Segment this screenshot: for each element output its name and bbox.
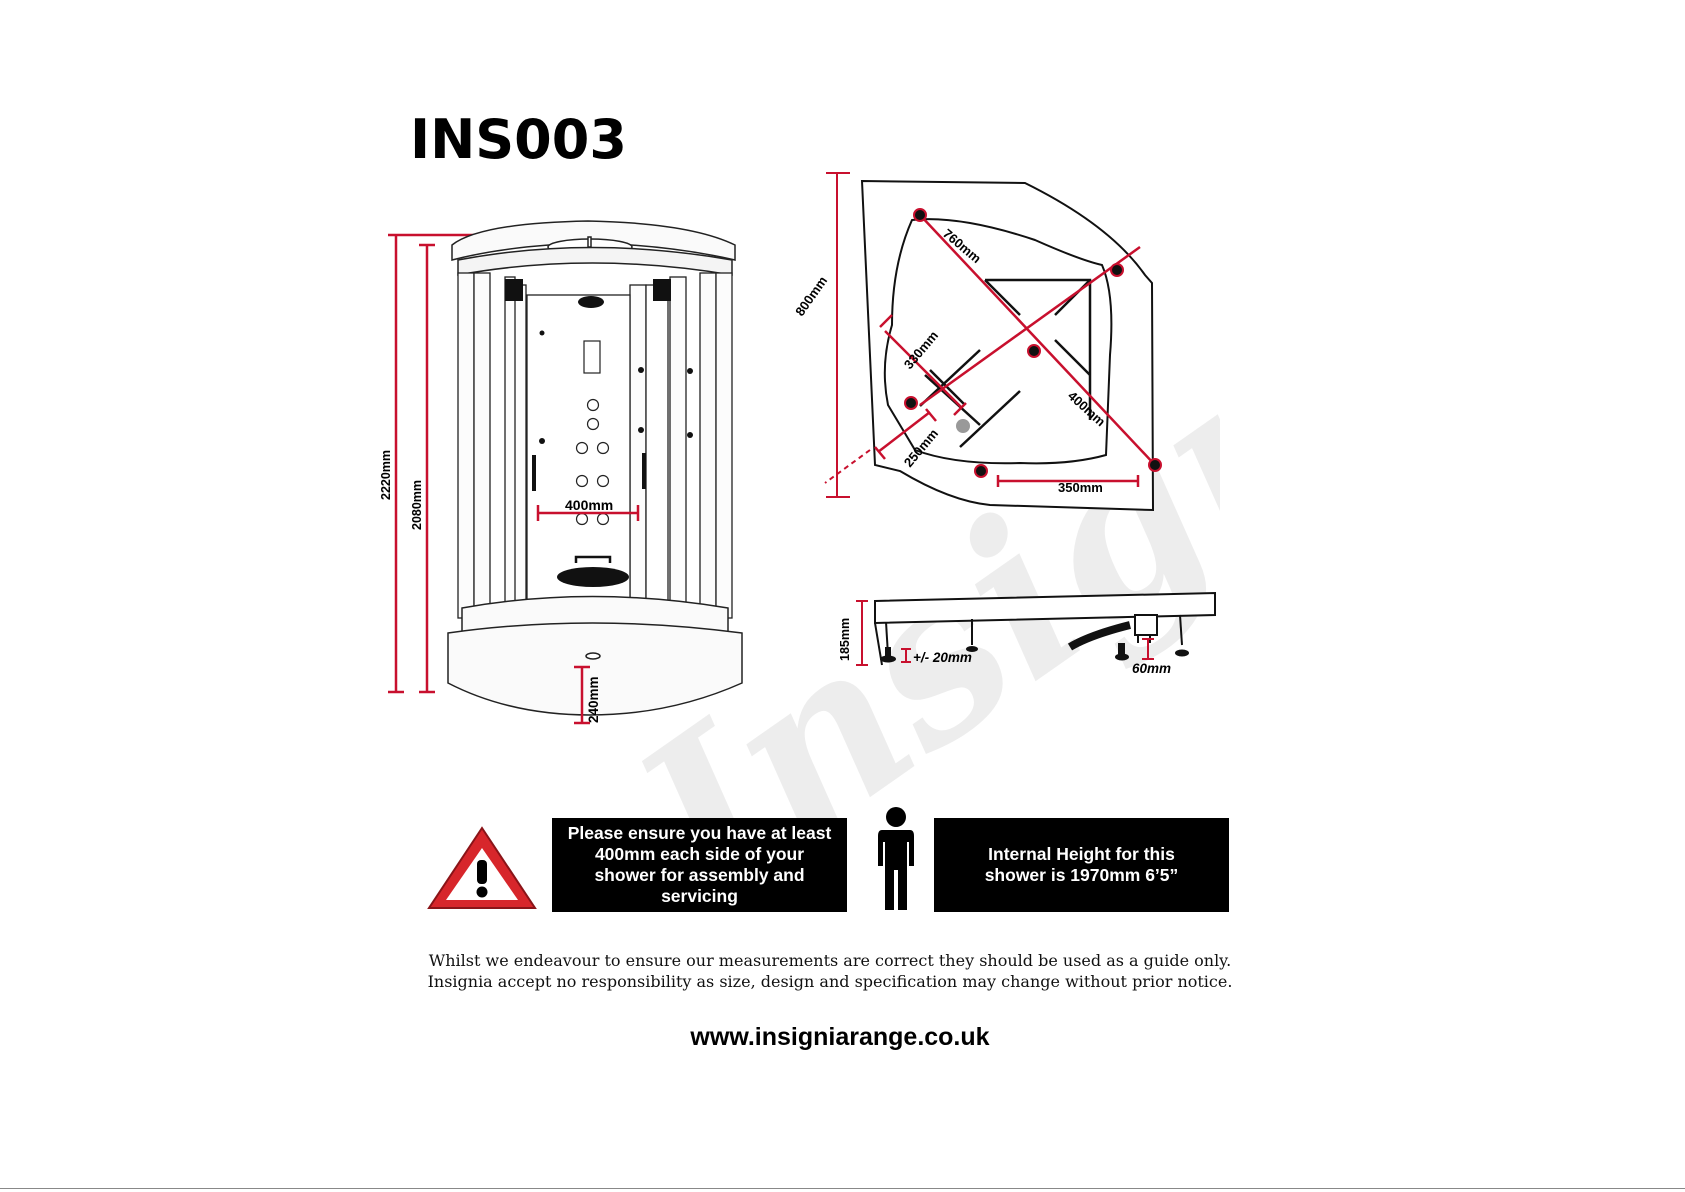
- disclaimer: Whilst we endeavour to ensure our measur…: [380, 950, 1280, 992]
- waste-clearance-dimension: [1142, 638, 1154, 660]
- ceiling-speaker: [578, 296, 604, 308]
- dim-350-label: 350mm: [1058, 480, 1103, 495]
- extension-line: [824, 449, 871, 484]
- side-view-drawing: 185mm +/- 20mm 60mm: [838, 591, 1216, 676]
- depth-dimension: [826, 172, 850, 498]
- depth-label: 800mm: [792, 273, 830, 318]
- drain-point: [956, 419, 970, 433]
- leg-adjust-label: +/- 20mm: [913, 650, 972, 665]
- tray-height-dimension: [574, 665, 590, 725]
- leg-adjust-dimension: [901, 648, 911, 663]
- front-view-drawing: 2220mm 2080mm: [379, 220, 743, 725]
- waste-pipe: [1067, 621, 1131, 651]
- internal-height-notice-text: Internal Height for this shower is 1970m…: [984, 844, 1179, 885]
- cabin-height-label: 2080mm: [410, 480, 424, 530]
- shower-roof: [451, 220, 736, 276]
- warning-icon: [427, 826, 537, 909]
- side-height-dimension: [856, 600, 868, 666]
- side-jets: [539, 330, 693, 444]
- disclaimer-line-2: Insignia accept no responsibility as siz…: [427, 972, 1233, 991]
- clearance-notice: Please ensure you have at least 400mm ea…: [552, 818, 847, 912]
- seat-width-label: 400mm: [565, 497, 613, 513]
- tray-outline: [860, 179, 1155, 512]
- shower-frame: [457, 272, 733, 619]
- adjustable-feet: [880, 643, 1189, 663]
- cabin-height-dimension: [419, 243, 435, 694]
- tray-height-label: 240mm: [586, 676, 601, 723]
- shower-tray: [447, 595, 743, 716]
- waste-clearance-label: 60mm: [1132, 661, 1171, 676]
- control-panel-display: [583, 340, 601, 374]
- side-height-label: 185mm: [838, 618, 852, 661]
- website-url: www.insigniarange.co.uk: [690, 1023, 990, 1051]
- person-icon: [878, 807, 914, 910]
- internal-height-notice: Internal Height for this shower is 1970m…: [934, 818, 1229, 912]
- clearance-notice-text: Please ensure you have at least 400mm ea…: [567, 823, 832, 906]
- bottom-divider: [0, 1188, 1685, 1189]
- overall-height-label: 2220mm: [379, 450, 393, 500]
- seat-width-dimension: [536, 505, 640, 521]
- fold-down-seat: [557, 555, 629, 587]
- model-title: INS003: [410, 108, 627, 171]
- massage-jets: [575, 398, 610, 526]
- plan-dimension-lines: [874, 214, 1156, 487]
- dimension-points: [904, 208, 1162, 478]
- plan-view-drawing: 800mm 760mm 330mm 250m: [792, 172, 1162, 512]
- disclaimer-line-1: Whilst we endeavour to ensure our measur…: [428, 951, 1232, 970]
